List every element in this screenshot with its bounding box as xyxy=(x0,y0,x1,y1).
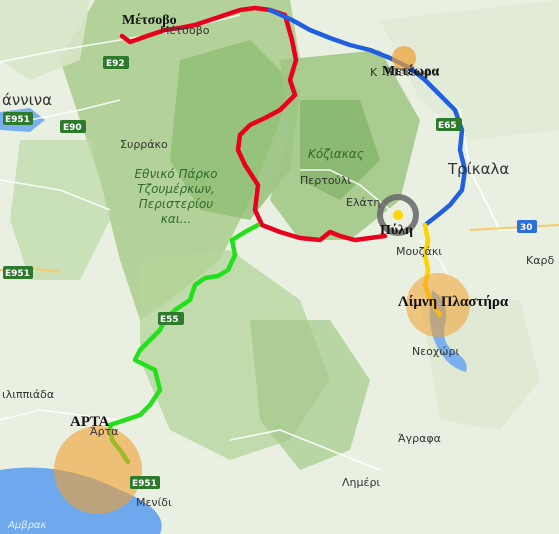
shield-e90: E90 xyxy=(63,123,82,133)
label-agrafa: Άγραφα xyxy=(398,432,441,445)
label-syrrako: Συρράκο xyxy=(120,138,168,151)
label-amvrakikos: Αμβρακ xyxy=(7,520,47,531)
highway-shields[interactable]: E92 E951 E90 E65 30 30 E951 E951 E55 xyxy=(3,56,537,489)
pyli-dot xyxy=(393,210,403,220)
stop-pyli[interactable]: Πύλη xyxy=(380,223,413,238)
route-green xyxy=(107,222,261,465)
label-ioannina: άννινα xyxy=(2,91,52,109)
meteora-marker xyxy=(392,46,416,70)
stop-labels[interactable]: Μέτσοβο Μετέωρα Μετέωρα Πύλη Λίμνη Πλαστ… xyxy=(70,13,509,430)
place-markers xyxy=(54,46,470,514)
label-mouzaki: Μουζάκι xyxy=(396,245,442,258)
label-arta-map: Άρτα xyxy=(90,425,118,438)
label-pertouli: Περτούλι xyxy=(300,174,351,187)
shield-30-a: 30 xyxy=(520,223,533,233)
label-limeri: Λημέρι xyxy=(342,476,380,489)
label-elati: Ελάτη xyxy=(346,196,380,209)
stop-meteora-2: Μετέωρα xyxy=(386,64,440,79)
shield-e55: E55 xyxy=(160,315,179,325)
label-park-2: Τζουμέρκων, xyxy=(137,182,215,196)
plastira-marker xyxy=(406,273,470,337)
label-filippiada: ιλιππιάδα xyxy=(2,388,54,401)
label-menidi: Μενίδι xyxy=(136,496,172,509)
routes xyxy=(107,5,468,465)
label-kalabaka: Κ xyxy=(370,66,378,79)
stop-plastira[interactable]: Λίμνη Πλαστήρα xyxy=(398,294,509,310)
terrain-layer xyxy=(0,0,559,470)
stop-meteora-1[interactable]: Μετέωρα xyxy=(382,64,439,79)
label-park-3: Περιστερίου xyxy=(139,197,214,211)
shield-e65: E65 xyxy=(438,121,457,131)
map-labels: Μέτσοβο άννινα Συρράκο Εθνικό Πάρκο Τζου… xyxy=(2,24,554,531)
label-metsovo-map: Μέτσοβο xyxy=(160,24,210,37)
arta-marker xyxy=(54,426,142,514)
shield-e951-bottom: E951 xyxy=(132,479,157,489)
shield-e951-top: E951 xyxy=(5,115,30,125)
pyli-marker xyxy=(377,194,419,236)
label-koziakas: Κόζιακας xyxy=(308,147,364,161)
route-blue xyxy=(267,7,468,228)
label-neochori: Νεοχώρι xyxy=(412,345,459,358)
label-park-1: Εθνικό Πάρκο xyxy=(135,167,218,181)
label-park-4: και... xyxy=(161,212,192,226)
label-trikala: Τρίκαλα xyxy=(447,160,509,178)
label-karditsa: Καρδ xyxy=(526,254,554,267)
route-red xyxy=(119,5,388,243)
stop-arta[interactable]: ΑΡΤΑ xyxy=(70,414,110,430)
stop-metsovo[interactable]: Μέτσοβο xyxy=(122,13,177,28)
shield-e951-left: E951 xyxy=(5,269,30,279)
shield-e92: E92 xyxy=(106,59,125,69)
